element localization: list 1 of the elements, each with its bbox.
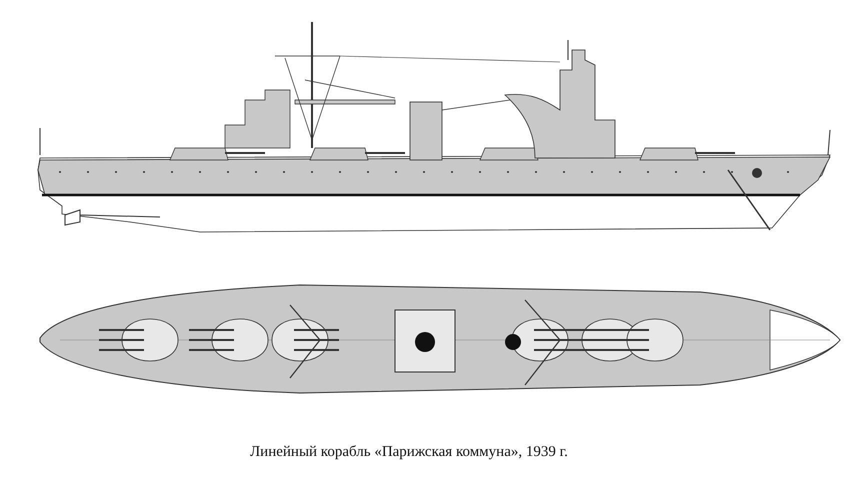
figure-caption: Линейный корабль «Парижская коммуна», 1939 г. <box>250 444 568 461</box>
